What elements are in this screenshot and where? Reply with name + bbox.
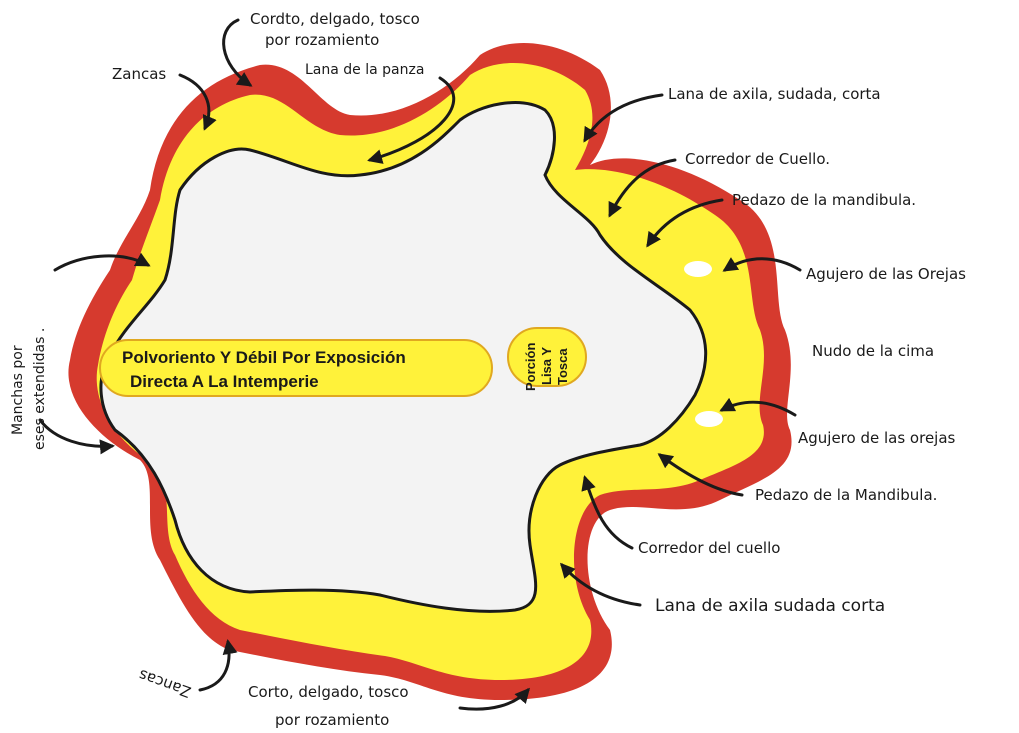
ear-hole-top: [684, 261, 712, 277]
porcion-line2: Lisa Y: [539, 347, 554, 385]
label-lana-axila-top: Lana de axila, sudada, corta: [668, 85, 881, 103]
label-corto-line1: Corto, delgado, tosco: [248, 683, 409, 701]
label-zancas-top: Zancas: [112, 65, 166, 83]
label-pedazo-mandibula-bottom: Pedazo de la Mandibula.: [755, 486, 937, 504]
label-corredor-cuello-bottom: Corredor del cuello: [638, 539, 780, 557]
arrow-manchas-bottom: [38, 418, 115, 455]
label-lana-panza: Lana de la panza: [305, 62, 424, 78]
porcion-capsule: [507, 327, 587, 387]
label-cordto-line1: Cordto, delgado, tosco: [250, 10, 420, 28]
label-corredor-cuello-top: Corredor de Cuello.: [685, 150, 830, 168]
label-zancas-bottom: Zancas: [136, 666, 193, 702]
arrow-corredor-top: [608, 158, 677, 218]
label-lana-axila-bottom: Lana de axila sudada corta: [655, 596, 885, 616]
arrow-agujero-bottom: [719, 397, 797, 417]
label-manchas-line2: eses extendidas .: [32, 328, 48, 450]
arrow-lana-panza: [367, 76, 455, 164]
arrow-lana-axila-bottom: [559, 562, 642, 607]
arrow-lana-axila-top: [583, 93, 664, 143]
porcion-line3: Tosca: [555, 348, 570, 385]
arrow-agujero-top: [722, 257, 802, 272]
ear-hole-bottom: [695, 411, 723, 427]
porcion-line1: Porción: [523, 343, 538, 391]
arrow-corto: [458, 687, 530, 711]
label-agujero-orejas-top: Agujero de las Orejas: [806, 265, 966, 283]
label-agujero-orejas-bottom: Agujero de las orejas: [798, 429, 956, 447]
arrow-manchas-top: [53, 252, 151, 272]
label-corto-line2: por rozamiento: [275, 711, 389, 729]
label-manchas-line1: Manchas por: [10, 345, 26, 435]
polvoriento-line1: Polvoriento Y Débil Por Exposición: [122, 348, 406, 367]
polvoriento-line2: Directa A La Intemperie: [130, 372, 319, 391]
arrow-zancas-bottom: [198, 639, 238, 692]
label-nudo-cima: Nudo de la cima: [812, 342, 934, 360]
arrow-pedazo-top: [646, 198, 724, 248]
arrow-pedazo-bottom: [657, 453, 744, 497]
polvoriento-capsule: [99, 339, 493, 397]
arrow-cordto: [222, 18, 253, 87]
arrow-corredor-bottom: [581, 475, 634, 550]
arrow-zancas-top: [178, 73, 217, 131]
label-pedazo-mandibula-top: Pedazo de la mandibula.: [732, 191, 916, 209]
label-cordto-line2: por rozamiento: [265, 31, 379, 49]
